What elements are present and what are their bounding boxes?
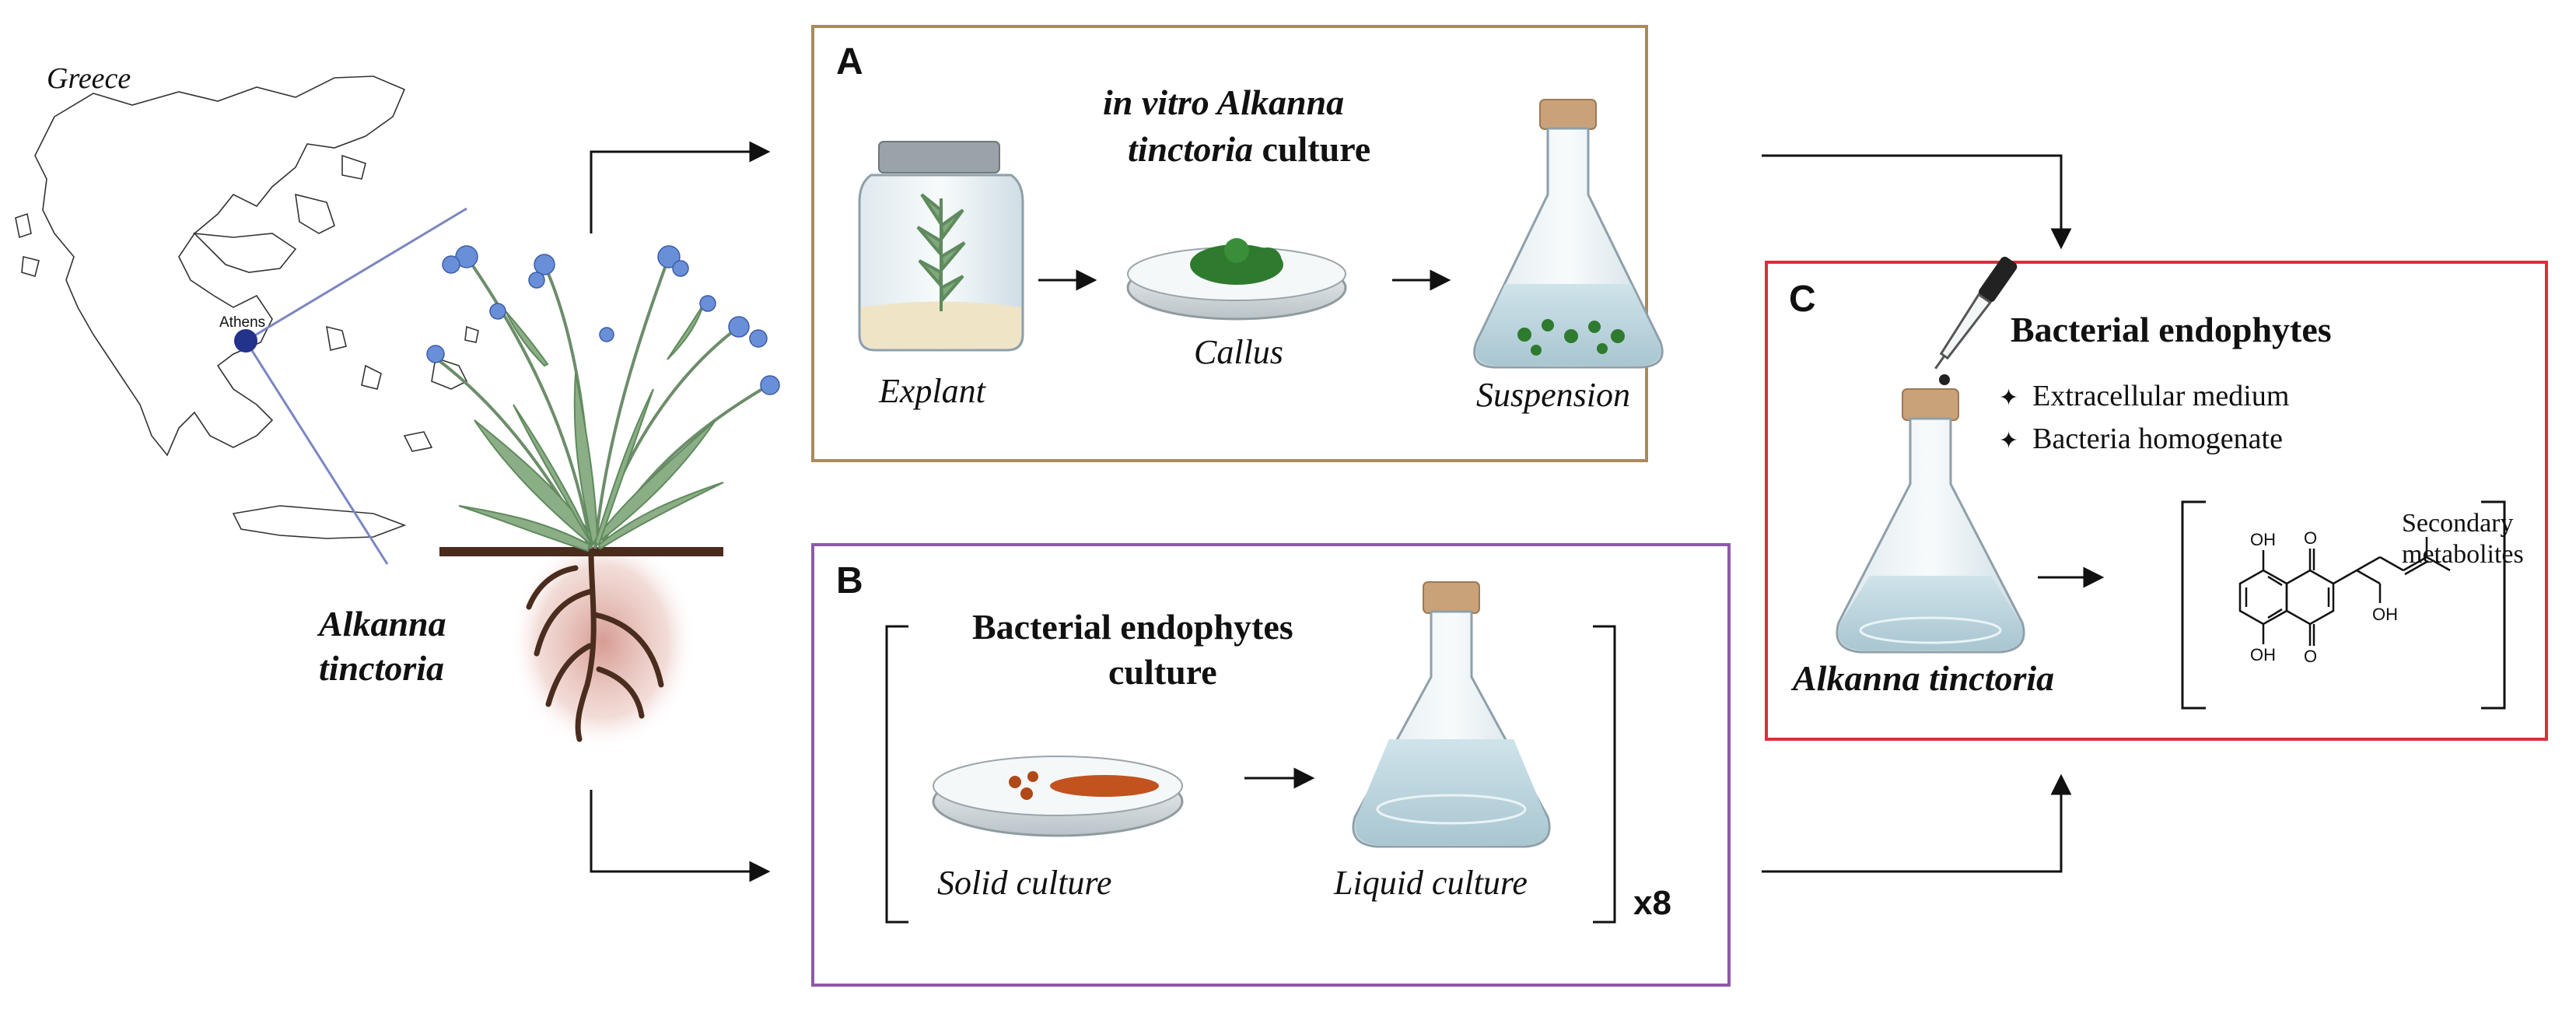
panel-a-title-line2: tinctoria culture: [1128, 129, 1371, 169]
solid-culture-dish: [932, 756, 1184, 837]
panel-c-title: Bacterial endophytes: [2011, 310, 2332, 349]
panel-b-title-line2: culture: [1108, 652, 1217, 692]
soil-line: [439, 547, 723, 556]
panel-a-title-line1: in vitro Alkanna: [1103, 82, 1345, 122]
arrow-b-to-c: [1762, 773, 2072, 873]
molecule-structure: [2238, 537, 2451, 646]
callus-dish: [1126, 238, 1347, 321]
athens-marker: [234, 329, 257, 352]
panel-b-title-line1: Bacterial endophytes: [972, 607, 1293, 647]
pipette: [1934, 256, 2018, 370]
pipette-drop: [1939, 374, 1950, 385]
star-icon: ✦: [1999, 427, 2019, 454]
bullet-2-text: Bacteria homogenate: [2032, 423, 2283, 455]
map-pointer-line-bottom: [244, 340, 389, 565]
bullet-2: ✦ Bacteria homogenate: [1999, 423, 2283, 455]
step-suspension-label: Suspension: [1476, 376, 1630, 414]
arrow-to-panel-a: [590, 141, 771, 233]
repeat-multiplier: x8: [1633, 884, 1671, 922]
step-explant-label: Explant: [879, 372, 985, 410]
plant-name-line1: Alkanna: [319, 604, 446, 644]
flowers: [426, 245, 780, 395]
plant-name-line2: tinctoria: [319, 648, 445, 688]
explant-jar: [858, 141, 1024, 352]
molecule-oh-top: OH: [2250, 530, 2276, 549]
molecule-oh-bottom: OH: [2250, 645, 2276, 665]
bullet-1: ✦ Extracellular medium: [1999, 381, 2289, 412]
left-bracket-c: [2181, 500, 2206, 710]
greece-map: [15, 75, 479, 539]
liquid-culture-flask: [1352, 581, 1551, 848]
alkanna-flask: [1836, 388, 2025, 654]
panel-a-title-italic: tinctoria: [1128, 129, 1254, 169]
step-solid-culture-label: Solid culture: [937, 864, 1112, 902]
map-pointer-line-top: [245, 207, 467, 342]
step-liquid-culture-label: Liquid culture: [1334, 864, 1528, 902]
root-glow: [509, 533, 696, 751]
map-city-label: Athens: [219, 314, 266, 331]
panel-a-letter: A: [836, 41, 863, 82]
right-bracket-b: [1593, 625, 1616, 924]
panel-c-border: [1765, 261, 2548, 741]
panel-b-letter: B: [836, 560, 863, 601]
panel-c-letter: C: [1789, 279, 1816, 320]
suspension-flask: [1473, 99, 1664, 369]
molecule-o-bottom: O: [2304, 647, 2318, 666]
roots: [526, 549, 664, 742]
bullet-1-text: Extracellular medium: [2032, 380, 2290, 412]
step-callus-label: Callus: [1194, 333, 1283, 371]
molecule-o-top: O: [2304, 528, 2318, 548]
result-label-line1: Secondary: [2402, 509, 2514, 538]
panel-a-border: [811, 25, 1648, 462]
panel-c-flask-label: Alkanna tinctoria: [1793, 658, 2055, 698]
molecule-oh-side: OH: [2372, 605, 2398, 624]
map-country-label: Greece: [47, 62, 131, 95]
arrow-to-panel-b: [590, 790, 771, 882]
leaves: [458, 303, 724, 552]
panel-b-border: [811, 543, 1731, 987]
right-bracket-c: [2481, 500, 2506, 710]
arrow-a-to-c: [1762, 154, 2072, 250]
panel-a-title-rest: culture: [1253, 129, 1371, 169]
alkanna-plant: [426, 245, 780, 751]
result-label-line2: metabolites: [2402, 540, 2524, 569]
left-bracket-b: [885, 625, 908, 924]
star-icon: ✦: [1999, 384, 2019, 412]
